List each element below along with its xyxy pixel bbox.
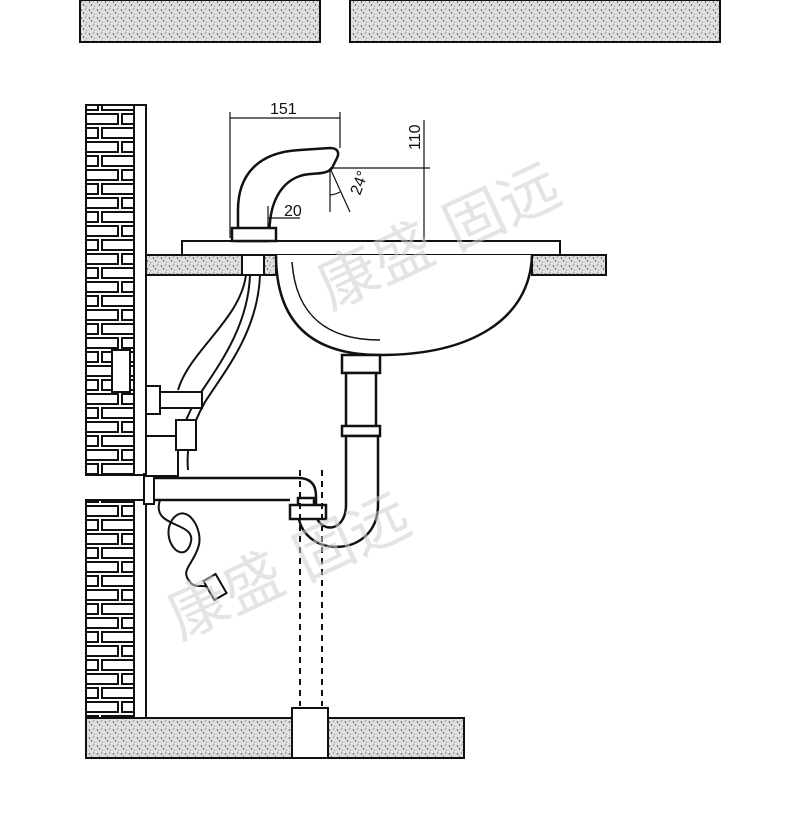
brick-wall-upper [85, 104, 147, 476]
dimension-spout-angle: 24° [348, 169, 372, 198]
control-box [145, 419, 197, 477]
floor-slab [85, 707, 465, 759]
dimension-spout-reach: 151 [270, 101, 297, 118]
ceiling-slab [79, 0, 721, 43]
dimension-lines [229, 112, 430, 240]
angle-valve [111, 349, 203, 415]
power-cord-plug [157, 499, 228, 602]
sensor-faucet [230, 146, 340, 243]
dimension-spout-offset: 20 [284, 203, 302, 220]
wall-flange [143, 473, 155, 505]
drain-outlet-pipe [152, 476, 318, 505]
basin-inner-rim [291, 261, 381, 341]
brick-wall-lower [85, 499, 147, 721]
dimension-height-above-basin: 110 [407, 124, 424, 150]
